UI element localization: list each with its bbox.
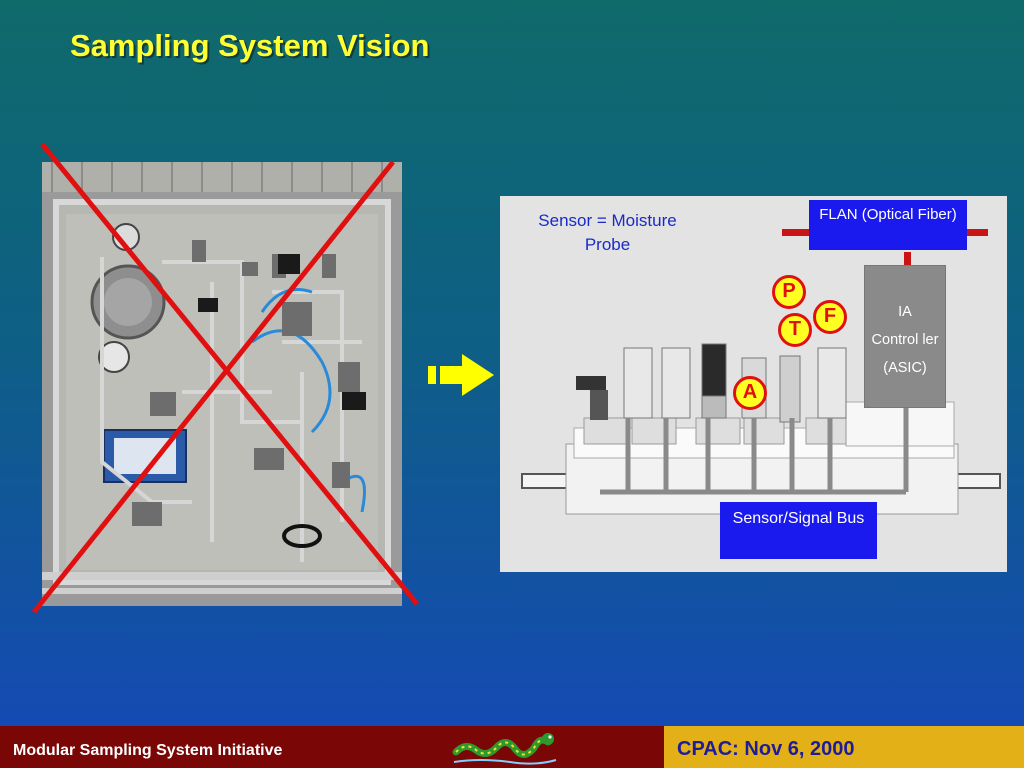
footer-initiative-name: Modular Sampling System Initiative [13,742,283,759]
ia-controller-line-3: (ASIC) [883,360,927,376]
flan-optical-fiber-label: FLAN (Optical Fiber) [809,200,967,250]
ia-controller-line-2: Control ler [871,332,939,348]
slide-title: Sampling System Vision [70,28,430,63]
sensor-moisture-probe-label: Sensor = Moisture Probe [538,211,677,254]
sensor-signal-bus-label: Sensor/Signal Bus [720,502,877,559]
circle-t-marker: T [778,313,812,347]
footer-event-date: CPAC: Nov 6, 2000 [677,738,855,760]
circle-p-marker: P [772,275,806,309]
right-arrow-icon [428,354,494,396]
sea-serpent-logo-icon [452,733,557,765]
footer-right-bar [664,726,1024,768]
modular-manifold-illustration [521,229,1001,515]
modular-system-diagram: Sensor = Moisture Probe FLAN (Optical Fi… [500,196,1007,572]
ia-controller-box: IA Control ler (ASIC) [864,265,946,408]
traditional-sampling-panel-photo [42,162,402,606]
ia-controller-line-1: IA [898,304,912,320]
circle-a-marker: A [733,376,767,410]
circle-f-marker: F [813,300,847,334]
